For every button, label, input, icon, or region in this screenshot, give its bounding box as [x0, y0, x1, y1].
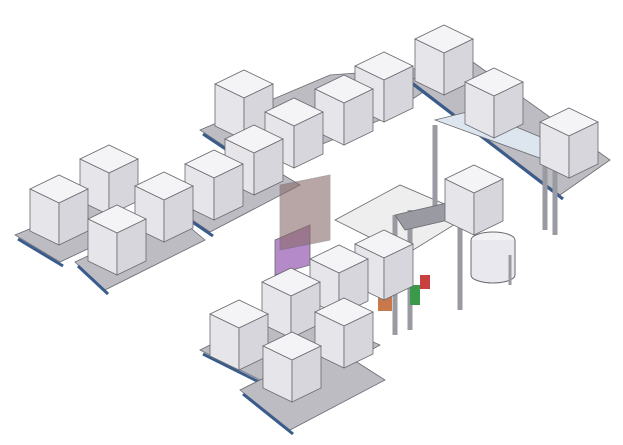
box-17 — [261, 267, 321, 339]
box-5 — [464, 67, 524, 139]
box-right-face — [493, 81, 524, 139]
conveyor-belt-stripe — [76, 264, 110, 296]
box-10 — [79, 144, 139, 216]
box-9 — [184, 149, 244, 221]
gripper-rack — [279, 174, 331, 251]
red-actuator — [420, 275, 430, 289]
box-right-face — [116, 218, 147, 276]
box-right-face — [291, 345, 322, 403]
box-right-face — [343, 311, 374, 369]
box-right-face — [163, 185, 194, 243]
conveyor-belt-stripe — [242, 392, 294, 436]
box-13 — [87, 204, 147, 276]
film-roll-body — [470, 240, 516, 284]
box-15 — [354, 229, 414, 301]
green-actuator — [410, 285, 420, 305]
box-right-face — [383, 243, 414, 301]
box-19 — [209, 299, 269, 371]
conveyor-belt-stripe — [412, 82, 564, 201]
conveyor-belt-stripe — [17, 237, 64, 268]
box-3 — [314, 74, 374, 146]
box-right-face — [253, 138, 284, 196]
box-18 — [314, 297, 374, 369]
box-right-face — [213, 163, 244, 221]
box-1 — [414, 24, 474, 96]
box-right-face — [473, 178, 504, 236]
box-20 — [262, 331, 322, 403]
box-right-face — [568, 121, 599, 179]
box-right-face — [343, 88, 374, 146]
box-layer — [29, 24, 599, 403]
box-12 — [29, 174, 89, 246]
box-14 — [444, 164, 504, 236]
box-right-face — [293, 111, 324, 169]
box-6 — [539, 107, 599, 179]
box-right-face — [383, 65, 414, 123]
